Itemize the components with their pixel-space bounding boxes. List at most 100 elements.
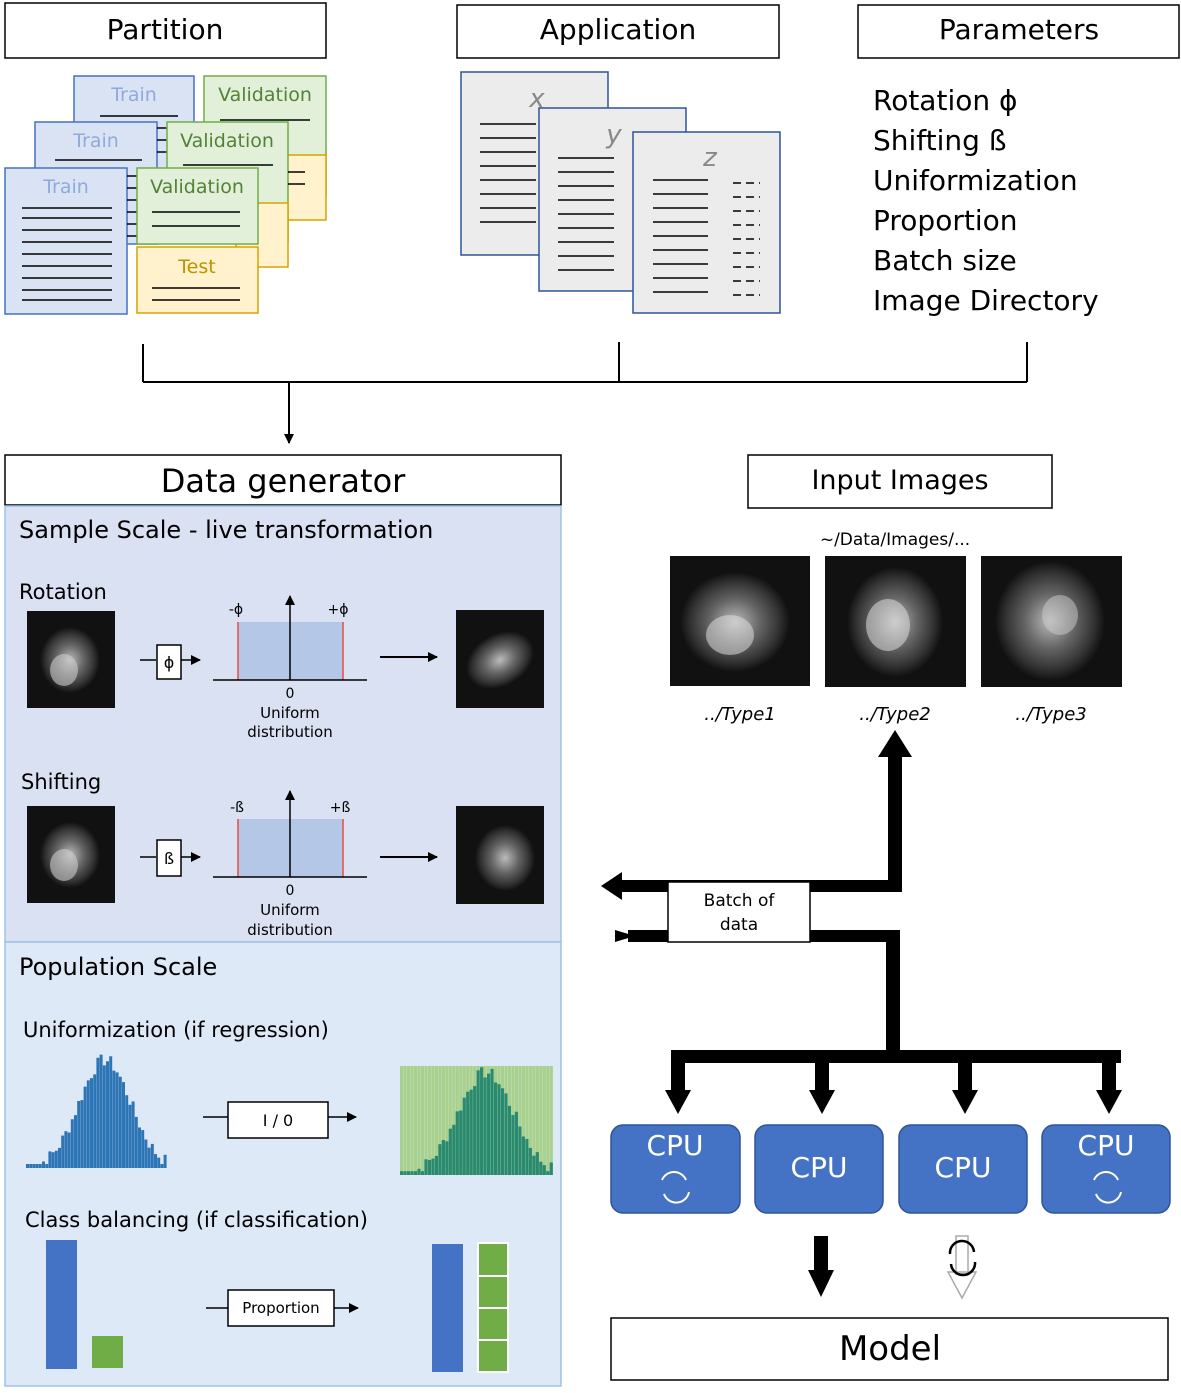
histogram-bar: [420, 1066, 425, 1175]
histogram-bar: [462, 1097, 466, 1175]
rotation-label: Rotation: [19, 580, 107, 604]
cpu-4-label: CPU: [1078, 1129, 1135, 1162]
histogram-bar: [413, 1171, 418, 1175]
histogram-bar: [521, 1136, 525, 1175]
balanced-bar-minor-stack: [477, 1242, 509, 1373]
pending-arrow-with-refresh-icon: [946, 1235, 978, 1300]
histogram-bar: [48, 1151, 52, 1168]
mri-image-type1: [670, 556, 810, 686]
app-x-label: x: [528, 84, 545, 114]
histogram-bar: [546, 1171, 550, 1175]
shifting-param-symbol: ß: [164, 849, 174, 868]
histogram-bar: [539, 1161, 543, 1175]
batch-line1: Batch of: [704, 891, 776, 911]
shifting-pos: +ß: [330, 800, 351, 816]
cpu-2-label: CPU: [791, 1151, 848, 1184]
shifting-param-box: [156, 839, 182, 877]
mri-image-type2: [825, 556, 966, 687]
uniformization-label: Uniformization (if regression): [23, 1018, 329, 1042]
cpu-4: CPU: [1041, 1124, 1171, 1214]
histogram-bar: [542, 1165, 546, 1175]
histogram-bar: [45, 1164, 49, 1168]
histogram-bar: [434, 1155, 438, 1175]
shifting-dist-line1: Uniform: [260, 901, 320, 919]
rotation-output-image: [456, 610, 544, 708]
histogram-bar: [542, 1066, 546, 1175]
histogram-bar: [448, 1066, 452, 1175]
histogram-bar: [400, 1171, 404, 1175]
histogram-bar: [452, 1066, 456, 1175]
merge-bracket: [142, 342, 1028, 444]
histogram-bar: [109, 1056, 113, 1168]
batch-line2: data: [720, 915, 758, 935]
histogram-bar: [128, 1104, 132, 1168]
rotation-dist-line2: distribution: [247, 723, 332, 741]
histogram-bar: [427, 1159, 432, 1175]
histogram-bar: [29, 1164, 33, 1168]
parameters-header-box: [857, 4, 1180, 59]
histogram-bar: [163, 1154, 167, 1168]
histogram-bar: [441, 1140, 445, 1175]
histogram-bar: [410, 1171, 414, 1175]
histogram-bar: [118, 1076, 122, 1168]
histogram-bar: [420, 1171, 425, 1175]
histogram-bar: [532, 1155, 536, 1175]
type1-label: ../Type1: [704, 704, 776, 725]
histogram-bar: [80, 1100, 84, 1168]
histogram-bar: [535, 1066, 539, 1175]
histogram-bar: [455, 1111, 459, 1175]
histogram-bar: [452, 1124, 456, 1175]
histogram-bar: [99, 1054, 103, 1168]
batch-of-data-box: [667, 881, 811, 943]
shifting-uniform-distribution: [213, 790, 367, 878]
histogram-bar: [441, 1066, 445, 1175]
histogram-bar: [403, 1066, 407, 1175]
histogram-bar: [539, 1066, 543, 1175]
param-image-directory: Image Directory: [873, 284, 1099, 317]
histogram-bar: [525, 1138, 529, 1175]
histogram-bar: [427, 1066, 432, 1175]
param-proportion: Proportion: [873, 204, 1017, 237]
test-label: Test: [177, 256, 215, 278]
histogram-bar: [96, 1057, 100, 1168]
histogram-bar: [70, 1119, 74, 1168]
histogram-bar: [535, 1152, 539, 1175]
app-z-label: z: [702, 143, 718, 173]
histogram-bar: [480, 1067, 484, 1175]
application-documents: x y z: [460, 71, 781, 314]
model-label: Model: [839, 1329, 941, 1369]
histogram-bar: [131, 1101, 135, 1168]
histogram-bar: [518, 1066, 522, 1175]
histogram-bar: [160, 1164, 164, 1168]
histogram-bar: [413, 1066, 418, 1175]
rotation-input-image: [27, 611, 115, 708]
histogram-bar: [493, 1082, 498, 1175]
type3-label: ../Type3: [1015, 704, 1087, 725]
histogram-bar: [417, 1168, 421, 1175]
histogram-bar: [54, 1150, 58, 1168]
application-header: Application: [540, 13, 696, 46]
application-header-box: [456, 4, 780, 59]
histogram-bar: [448, 1128, 452, 1175]
partition-header-box: [4, 2, 327, 59]
histogram-bar: [154, 1154, 157, 1168]
param-shifting: Shifting ß: [873, 124, 1006, 157]
partition-documents: Train Validation Train Validation Train: [4, 75, 327, 315]
histogram-bar: [51, 1152, 55, 1168]
shifting-neg: -ß: [230, 800, 244, 816]
io-box-label: I / 0: [263, 1111, 293, 1130]
validation-label-front: Validation: [150, 176, 244, 198]
population-scale-title: Population Scale: [19, 953, 217, 981]
class-balancing-label: Class balancing (if classification): [25, 1208, 368, 1232]
train-label-mid: Train: [72, 130, 119, 152]
rotation-param-box: [156, 644, 182, 680]
data-generator-header: Data generator: [161, 462, 406, 500]
cpu-3-label: CPU: [935, 1151, 992, 1184]
uniformization-input-histogram: [26, 1054, 167, 1168]
shifting-output-image: [456, 806, 544, 904]
histogram-bar: [134, 1116, 138, 1168]
io-box: [227, 1101, 329, 1139]
histogram-bar: [511, 1114, 515, 1175]
parameters-header: Parameters: [939, 13, 1099, 46]
histogram-bar: [424, 1066, 428, 1175]
